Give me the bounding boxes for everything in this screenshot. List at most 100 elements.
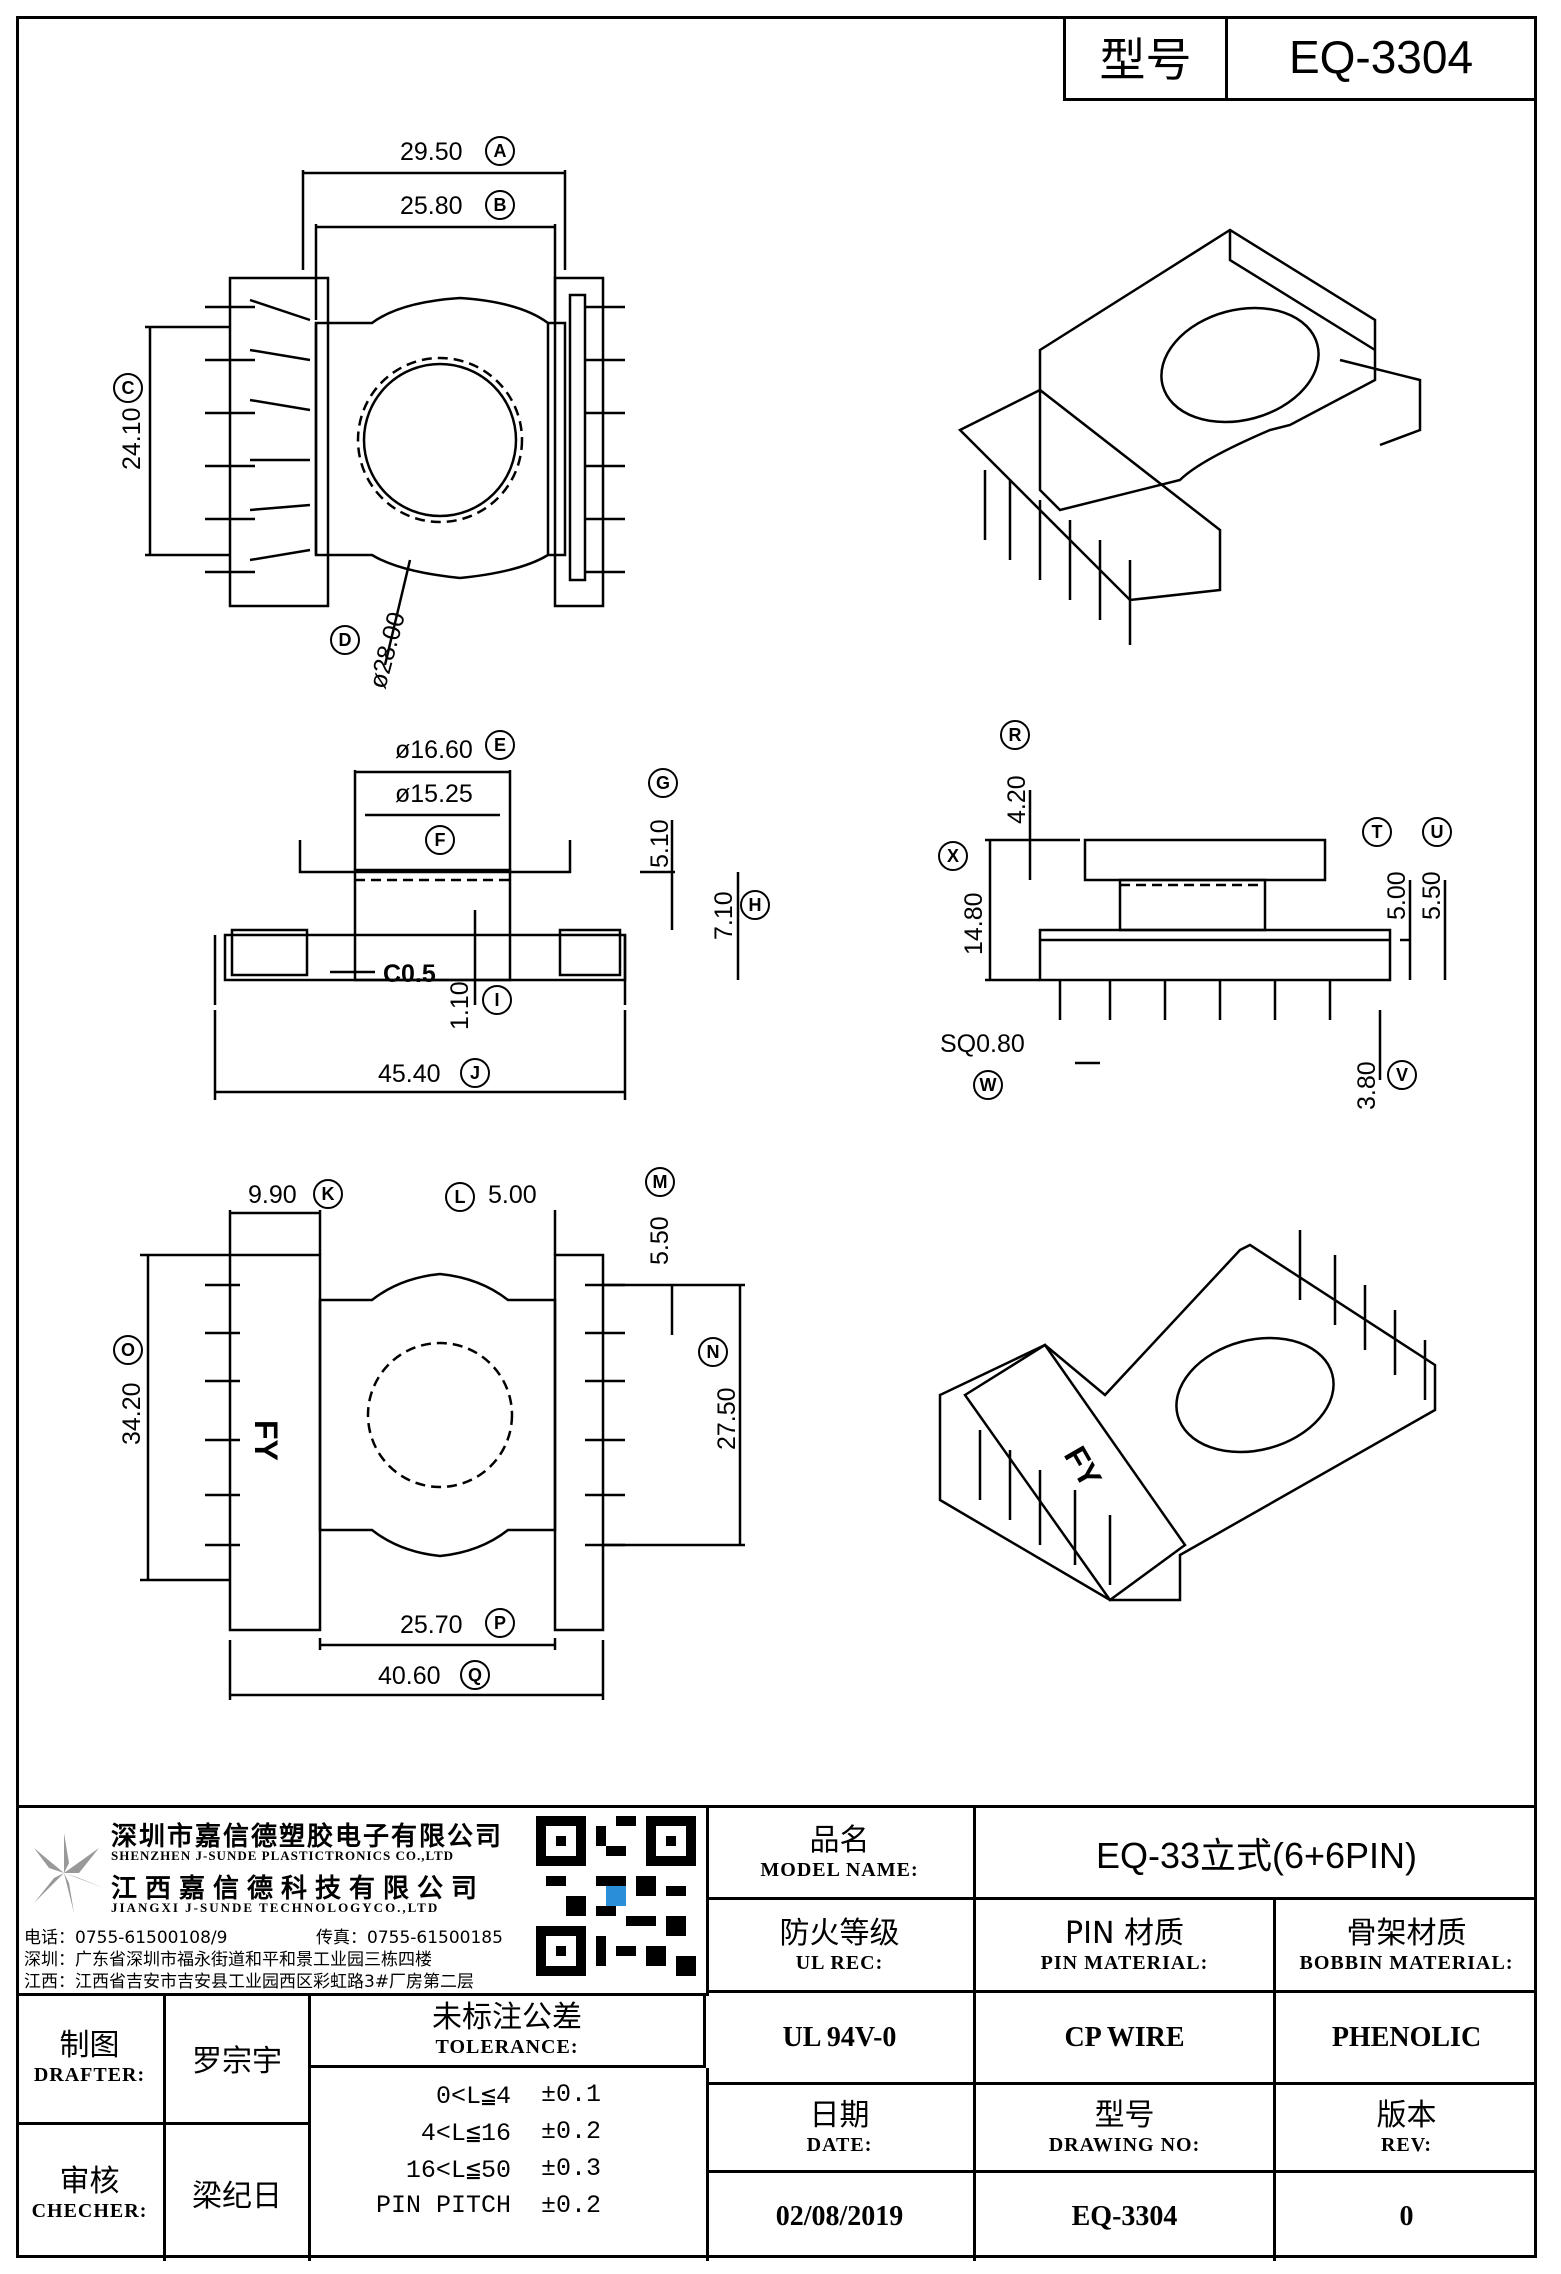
view-iso-2 bbox=[938, 1230, 1437, 1602]
date-label-en: DATE: bbox=[806, 2134, 873, 2156]
view-side bbox=[985, 790, 1447, 1080]
svg-text:B: B bbox=[494, 195, 507, 215]
drafter-label: 制图 bbox=[59, 2028, 120, 2063]
company-area: 深圳市嘉信德塑胶电子有限公司 SHENZHEN J-SUNDE PLASTICT… bbox=[16, 1808, 709, 1996]
header-type-label-cell: 型号 bbox=[1063, 16, 1228, 101]
rev-label-cell: 版本 REV: bbox=[1276, 2085, 1537, 2173]
dim-O: 34.20 bbox=[118, 1382, 146, 1445]
svg-text:J: J bbox=[470, 1063, 480, 1083]
part-mark-iso: FY bbox=[1057, 1440, 1109, 1493]
bobbin-label-en: BOBBIN MATERIAL: bbox=[1299, 1951, 1514, 1974]
marker-N: N bbox=[698, 1337, 728, 1367]
bobbin-value: PHENOLIC bbox=[1331, 2021, 1482, 2053]
marker-Q: Q bbox=[460, 1660, 490, 1690]
dim-I: 1.10 bbox=[446, 981, 474, 1030]
dim-X: 14.80 bbox=[960, 892, 988, 955]
marker-L: L bbox=[445, 1182, 475, 1212]
rev-value-cell: 0 bbox=[1276, 2173, 1537, 2261]
dim-D: ø28.00 bbox=[364, 609, 411, 691]
title-block: 深圳市嘉信德塑胶电子有限公司 SHENZHEN J-SUNDE PLASTICT… bbox=[16, 1805, 1537, 2261]
ul-label-cell: 防火等级 UL REC: bbox=[706, 1900, 976, 1993]
svg-text:D: D bbox=[339, 630, 352, 650]
svg-text:T: T bbox=[1372, 822, 1383, 842]
drafter-value: 罗宗宇 bbox=[192, 2043, 282, 2079]
svg-text:V: V bbox=[1396, 1065, 1408, 1085]
pin-value: CP WIRE bbox=[1064, 2021, 1185, 2053]
marker-B: B bbox=[485, 190, 515, 220]
date-label-cell: 日期 DATE: bbox=[706, 2085, 976, 2173]
svg-text:A: A bbox=[494, 141, 507, 161]
model-name-label-cell: 品名 MODEL NAME: bbox=[706, 1808, 976, 1900]
marker-V: V bbox=[1387, 1060, 1417, 1090]
sheet-border bbox=[16, 16, 1537, 2258]
bobbin-label-cell: 骨架材质 BOBBIN MATERIAL: bbox=[1276, 1900, 1537, 1993]
tolerance-label-cell: 未标注公差 TOLERANCE: bbox=[311, 1993, 706, 2068]
marker-M: M bbox=[645, 1167, 675, 1197]
svg-text:C: C bbox=[122, 378, 135, 398]
svg-text:G: G bbox=[656, 773, 670, 793]
drawing-value: EQ-3304 bbox=[1071, 2201, 1178, 2232]
rev-label: 版本 bbox=[1376, 2098, 1437, 2133]
header-type-label: 型号 bbox=[1099, 33, 1192, 87]
marker-A: A bbox=[485, 136, 515, 166]
part-mark-front: FY bbox=[248, 1420, 284, 1461]
tolerance-table: 0<L≦4±0.1 4<L≦16±0.2 16<L≦50±0.3 PIN PIT… bbox=[311, 2068, 709, 2261]
svg-text:E: E bbox=[494, 735, 506, 755]
model-name-value-cell: EQ-33立式(6+6PIN) bbox=[976, 1808, 1537, 1900]
model-name-label-en: MODEL NAME: bbox=[760, 1859, 919, 1881]
ul-value-cell: UL 94V-0 bbox=[706, 1993, 976, 2085]
marker-T: T bbox=[1362, 817, 1392, 847]
tolerance-row: 4<L≦16±0.2 bbox=[420, 2117, 602, 2148]
svg-text:O: O bbox=[121, 1340, 135, 1360]
drafter-label-cell: 制图 DRAFTER: bbox=[16, 1993, 166, 2125]
date-label: 日期 bbox=[809, 2098, 870, 2133]
marker-D: D bbox=[330, 625, 360, 655]
dim-G: 5.10 bbox=[646, 819, 674, 868]
date-value-cell: 02/08/2019 bbox=[706, 2173, 976, 2261]
marker-K: K bbox=[313, 1179, 343, 1209]
svg-text:Q: Q bbox=[468, 1665, 482, 1685]
svg-text:L: L bbox=[455, 1187, 466, 1207]
dim-L: 5.00 bbox=[488, 1181, 537, 1209]
ul-value: UL 94V-0 bbox=[782, 2021, 897, 2053]
model-name-value: EQ-33立式(6+6PIN) bbox=[1095, 1834, 1418, 1876]
pin-label-cell: PIN 材质 PIN MATERIAL: bbox=[976, 1900, 1276, 1993]
view-iso-1 bbox=[957, 228, 1422, 645]
marker-P: P bbox=[485, 1608, 515, 1638]
svg-text:X: X bbox=[947, 846, 959, 866]
company-name-jx-en: JIANGXI J-SUNDE TECHNOLOGYCO.,LTD bbox=[111, 1900, 440, 1915]
dim-Q: 40.60 bbox=[378, 1662, 441, 1690]
tolerance-label: 未标注公差 bbox=[432, 1999, 582, 2035]
pin-value-cell: CP WIRE bbox=[976, 1993, 1276, 2085]
dim-U: 5.50 bbox=[1418, 871, 1446, 920]
drawing-value-cell: EQ-3304 bbox=[976, 2173, 1276, 2261]
tolerance-row: PIN PITCH±0.2 bbox=[375, 2191, 602, 2220]
svg-text:M: M bbox=[653, 1172, 668, 1192]
svg-text:U: U bbox=[1431, 822, 1444, 842]
marker-J: J bbox=[460, 1058, 490, 1088]
company-name-sz: 深圳市嘉信德塑胶电子有限公司 bbox=[111, 1822, 504, 1852]
bobbin-value-cell: PHENOLIC bbox=[1276, 1993, 1537, 2085]
company-address-sz: 深圳：广东省深圳市福永街道和平和景工业园三栋四楼 bbox=[24, 1950, 432, 1970]
company-name-jx: 江西嘉信德科技有限公司 bbox=[111, 1874, 486, 1904]
bobbin-label: 骨架材质 bbox=[1346, 1915, 1467, 1951]
dim-B: 25.80 bbox=[400, 192, 463, 220]
marker-I: I bbox=[482, 985, 512, 1015]
svg-text:K: K bbox=[322, 1184, 335, 1204]
drafter-label-en: DRAFTER: bbox=[33, 2064, 146, 2086]
marker-F: F bbox=[425, 825, 455, 855]
marker-W: W bbox=[973, 1070, 1003, 1100]
marker-U: U bbox=[1422, 817, 1452, 847]
company-fax: 传真：0755-61500185 bbox=[316, 1928, 503, 1948]
marker-X: X bbox=[938, 841, 968, 871]
svg-text:R: R bbox=[1009, 725, 1022, 745]
pin-label-en: PIN MATERIAL: bbox=[1040, 1951, 1209, 1974]
marker-O: O bbox=[113, 1335, 143, 1365]
checker-value-cell: 梁纪日 bbox=[166, 2125, 311, 2261]
ul-label-en: UL REC: bbox=[795, 1951, 884, 1974]
dim-V: 3.80 bbox=[1353, 1061, 1381, 1110]
qr-code bbox=[536, 1816, 696, 1976]
technical-drawing: FY FY 29.50 25.80 24.10 ø28.00 ø16.60 ø1… bbox=[113, 136, 1452, 1700]
ul-label: 防火等级 bbox=[779, 1915, 900, 1951]
